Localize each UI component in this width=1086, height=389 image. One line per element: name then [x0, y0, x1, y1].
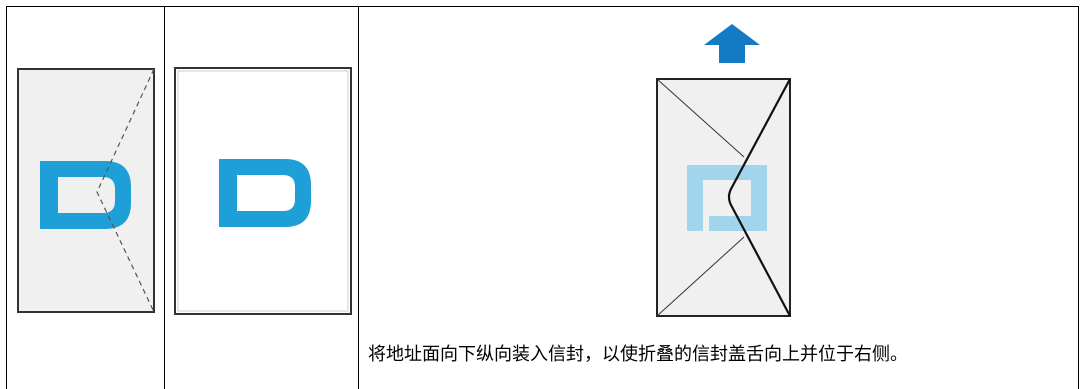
column-divider-1 [164, 6, 165, 389]
r-glyph [219, 159, 311, 227]
envelope-flap [727, 78, 791, 317]
column-divider-2 [358, 6, 359, 389]
loading-illustration [656, 24, 791, 317]
instruction-caption: 将地址面向下纵向装入信封，以使折叠的信封盖舌向上并位于右侧。 [368, 344, 908, 365]
envelope-front-illustration [174, 67, 352, 315]
envelope-loading [656, 78, 791, 317]
envelope-back-cell [7, 7, 164, 389]
envelope-back-illustration [17, 68, 155, 313]
up-arrow-icon [704, 24, 760, 63]
r-glyph-through [687, 165, 767, 231]
loading-instruction-cell [359, 7, 1079, 389]
instruction-table [6, 6, 1079, 389]
envelope-front-cell [165, 7, 358, 389]
flap-fold-line [96, 68, 155, 313]
r-glyph-mirrored [40, 161, 131, 229]
